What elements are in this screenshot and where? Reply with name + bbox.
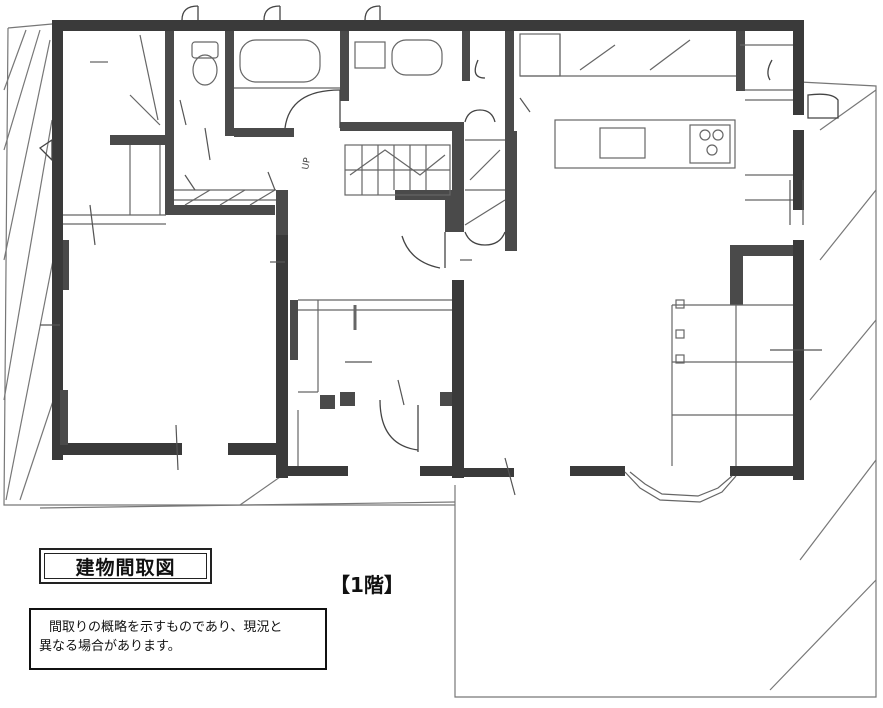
site-boundary: [3, 23, 877, 698]
stair-up-mark: UP: [301, 156, 313, 170]
window-marks: [40, 97, 822, 496]
disclaimer-line-1: 間取りの概略を示すものであり、現況と: [49, 620, 283, 635]
plan-title: 建物間取図: [44, 553, 207, 579]
floor-label: 【1階】: [330, 572, 404, 597]
exterior-walls: [52, 20, 804, 480]
detail-lines: [63, 33, 793, 503]
disclaimer-note: 間取りの概略を示すものであり、現況と 異なる場合があります。: [29, 608, 327, 670]
disclaimer-line-2: 異なる場合があります。: [39, 639, 181, 654]
door-swings: [38, 5, 839, 452]
interior-walls: [60, 31, 793, 445]
plan-title-box: 建物間取図: [39, 548, 212, 584]
